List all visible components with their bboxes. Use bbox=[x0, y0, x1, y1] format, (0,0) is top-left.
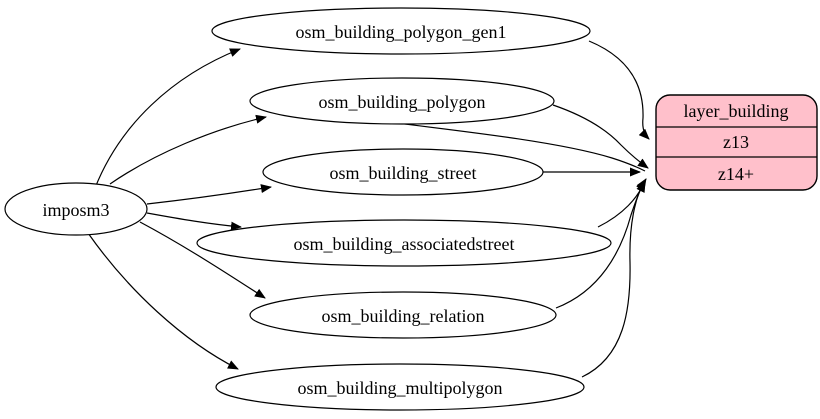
osm-building-associatedstreet-label: osm_building_associatedstreet bbox=[294, 234, 515, 254]
node-osm-building-multipolygon: osm_building_multipolygon bbox=[215, 363, 585, 411]
osm-building-relation-ellipse bbox=[249, 291, 557, 339]
edge-group-tables-to-layer bbox=[354, 40, 650, 378]
node-osm-building-relation: osm_building_relation bbox=[249, 291, 557, 339]
imposm3-label: imposm3 bbox=[42, 200, 109, 220]
layer-building-box bbox=[655, 94, 818, 191]
edge-osm-building-associatedstreet-to-z14 bbox=[597, 181, 646, 228]
edge-imposm3-to-osm-building-street bbox=[146, 184, 272, 205]
osm-building-multipolygon-ellipse bbox=[215, 363, 585, 411]
node-osm-building-polygon: osm_building_polygon bbox=[249, 77, 555, 125]
osm-building-polygon-gen1-ellipse bbox=[211, 7, 591, 55]
osm-building-polygon-label: osm_building_polygon bbox=[318, 92, 485, 112]
edge-imposm3-to-osm-building-polygon-gen1 bbox=[94, 48, 241, 189]
edge-group-imposm3-to-tables bbox=[87, 48, 272, 370]
osm-building-relation-label: osm_building_relation bbox=[322, 306, 485, 326]
edge-osm-building-multipolygon-to-z14 bbox=[581, 179, 646, 378]
edge-osm-building-polygon-to-z14 bbox=[552, 104, 649, 169]
layer-building-row-z14: z14+ bbox=[718, 164, 754, 184]
edge-imposm3-to-osm-building-relation bbox=[139, 221, 266, 299]
osm-building-street-label: osm_building_street bbox=[330, 163, 477, 183]
node-layer-building: layer_building z13 z14+ bbox=[655, 94, 818, 191]
edge-imposm3-to-osm-building-polygon bbox=[109, 114, 267, 185]
node-osm-building-street: osm_building_street bbox=[262, 148, 544, 196]
osm-building-associatedstreet-ellipse bbox=[196, 219, 612, 267]
edge-imposm3-to-osm-building-associatedstreet bbox=[146, 212, 242, 231]
node-osm-building-polygon-gen1: osm_building_polygon_gen1 bbox=[211, 7, 591, 55]
edge-imposm3-to-osm-building-multipolygon bbox=[87, 232, 239, 370]
edge-osm-building-polygon-gen1-to-z13 bbox=[588, 40, 650, 140]
edge-osm-building-polygon-to-z14-lower-strand bbox=[354, 117, 646, 172]
osm-building-multipolygon-label: osm_building_multipolygon bbox=[297, 378, 502, 398]
layer-building-title: layer_building bbox=[684, 101, 789, 121]
layer-building-row-z13: z13 bbox=[723, 132, 749, 152]
osm-building-street-ellipse bbox=[262, 148, 544, 196]
osm-building-polygon-gen1-label: osm_building_polygon_gen1 bbox=[296, 22, 507, 42]
node-osm-building-associatedstreet: osm_building_associatedstreet bbox=[196, 219, 612, 267]
imposm3-ellipse bbox=[4, 182, 148, 236]
osm-building-polygon-ellipse bbox=[249, 77, 555, 125]
node-imposm3: imposm3 bbox=[4, 182, 148, 236]
